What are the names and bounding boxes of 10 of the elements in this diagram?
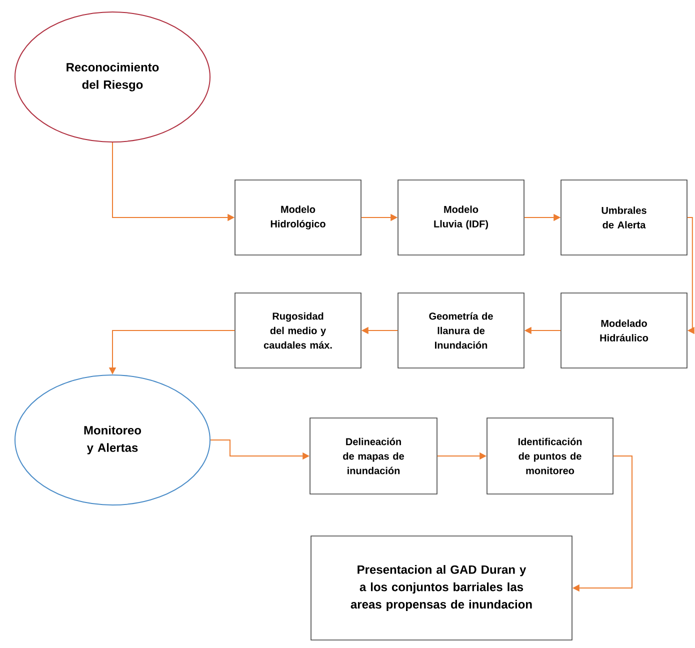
process-box: Modelo Hidrológico — [234, 180, 362, 256]
arrow — [686, 217, 695, 334]
process-box: Modelado Hidráulico — [560, 292, 688, 368]
process-box: Modelo Lluvia (IDF) — [398, 180, 524, 256]
process-box: Presentacion al GAD Duran y a los conjuntos barriales las areas propensas de inundacion — [310, 536, 572, 640]
process-box: Delineación de mapas de inundación — [310, 418, 438, 494]
process-box: Umbrales de Alerta — [560, 180, 688, 256]
process-box: Rugosidad del medio y caudales máx. — [234, 292, 362, 368]
process-box: Geometría de llanura de Inundación — [398, 292, 524, 368]
process-box: Identificación de puntos de monitoreo — [486, 418, 614, 494]
